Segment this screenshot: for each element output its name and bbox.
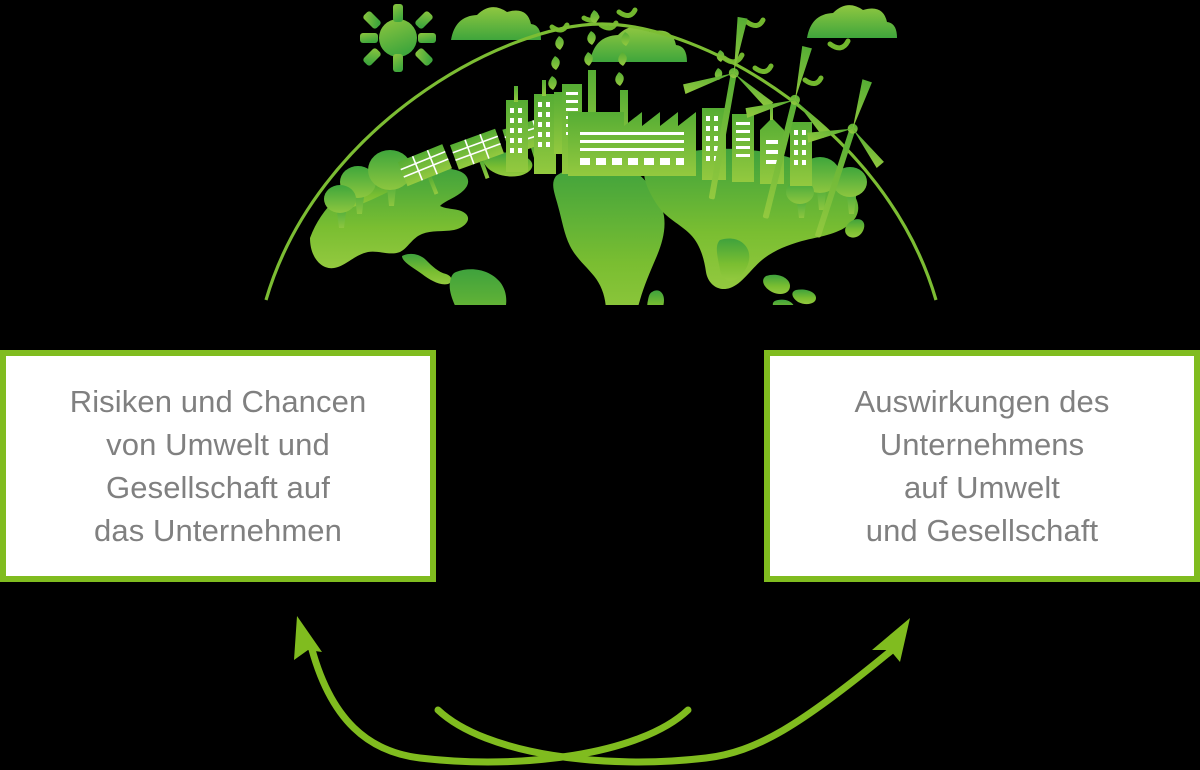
cloud-icon (451, 5, 897, 62)
factory-icon (554, 70, 696, 176)
company-impact-box[interactable]: Auswirkungen des Unternehmens auf Umwelt… (764, 350, 1200, 582)
green-earth-illustration (250, 0, 950, 340)
arrow-to-left-box (294, 616, 692, 766)
tree-icon (324, 150, 412, 228)
risks-opportunities-text: Risiken und Chancen von Umwelt und Gesel… (69, 383, 367, 549)
arrow-to-right-box (434, 618, 910, 766)
leaf-smoke-icon (548, 10, 725, 90)
company-impact-text: Auswirkungen des Unternehmens auf Umwelt… (854, 383, 1110, 549)
wind-turbine-icon (683, 16, 884, 238)
sun-icon (360, 4, 436, 72)
arrow-group (0, 580, 1200, 770)
risks-opportunities-box[interactable]: Risiken und Chancen von Umwelt und Gesel… (0, 350, 436, 582)
globe-outline (264, 22, 938, 301)
